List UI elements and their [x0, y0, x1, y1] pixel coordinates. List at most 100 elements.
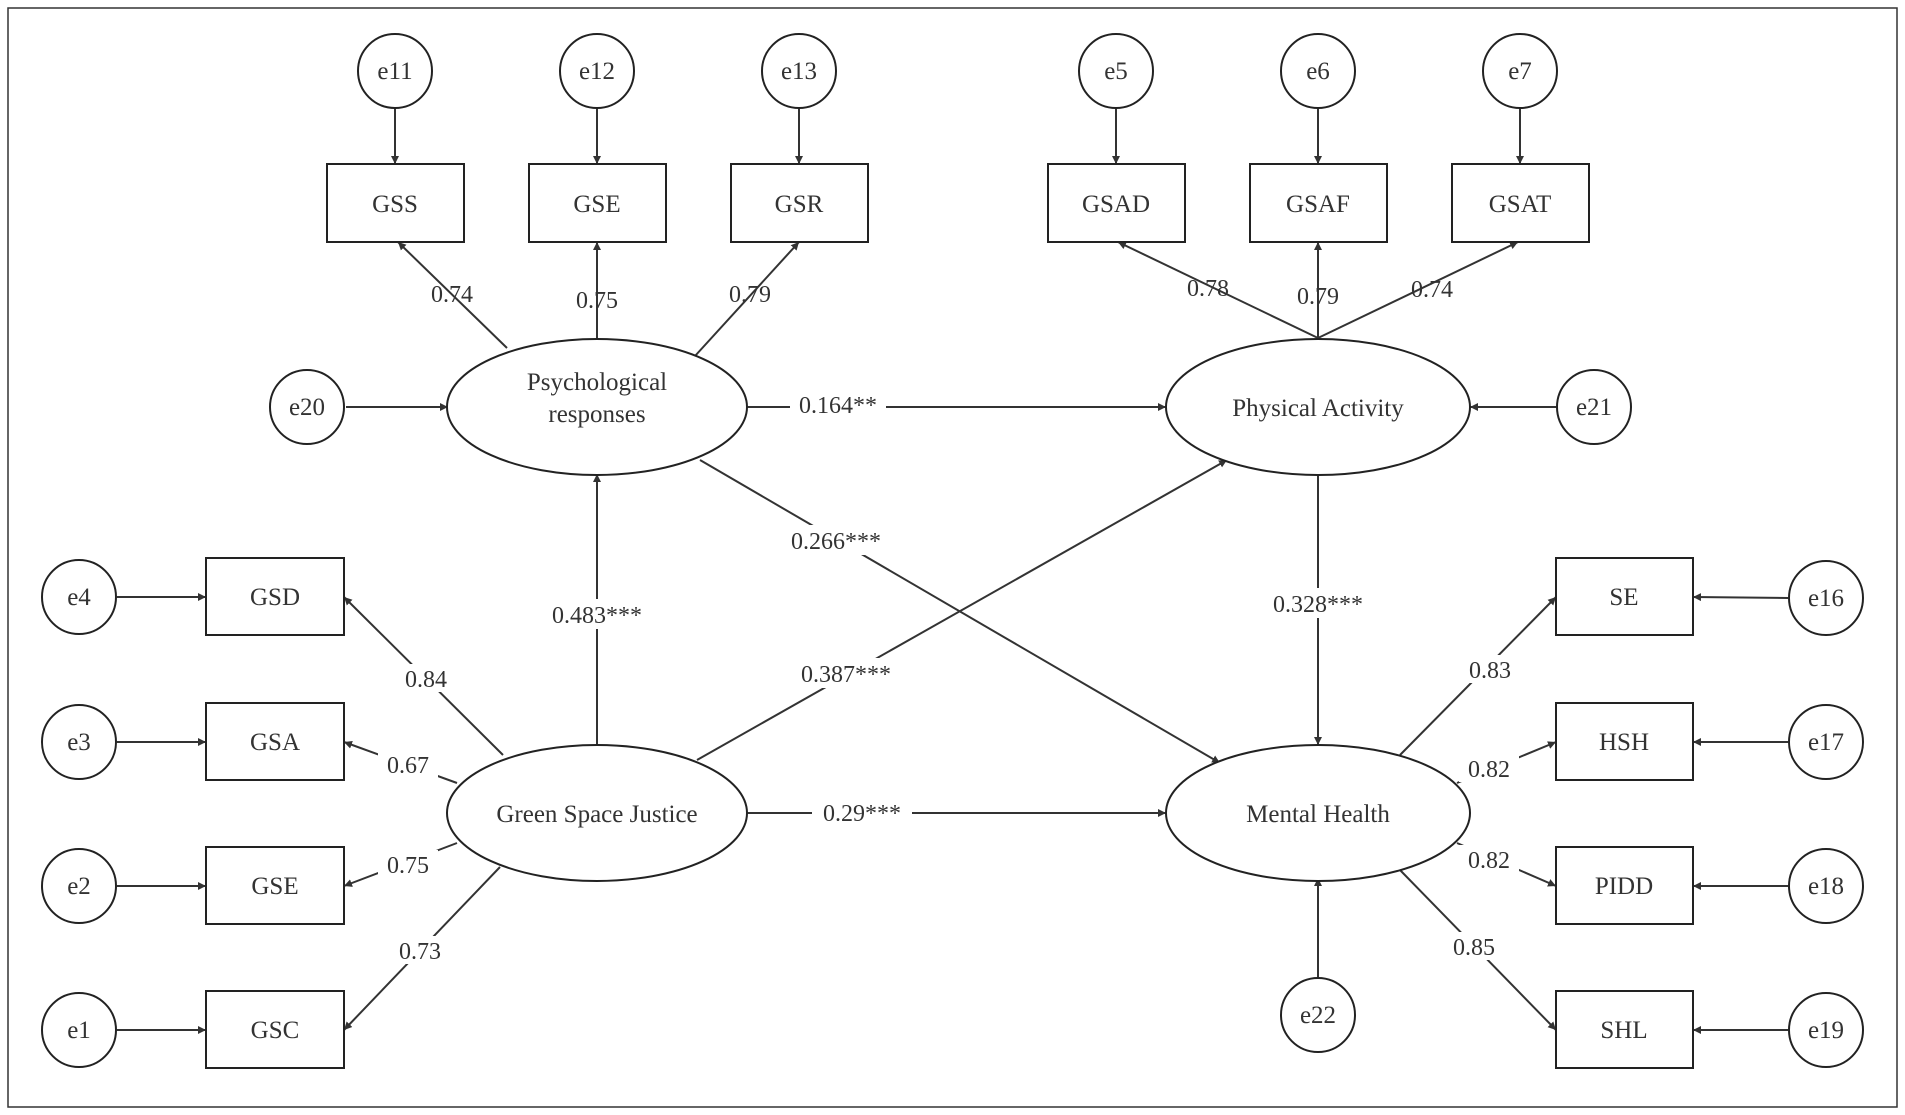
error-node-e7	[1482, 33, 1558, 109]
label-bg-mh-se	[1460, 655, 1520, 683]
error-node-e22	[1280, 977, 1356, 1053]
observed-indicators: GSS GSE GSR GSAD GSAF GSAT GSD GSA GSE G…	[205, 163, 1694, 1069]
loading-label-pr-gsr: 0.79	[729, 282, 771, 308]
indicator-label-shl: SHL	[1600, 1017, 1647, 1044]
indicator-box-gsa	[205, 702, 345, 781]
indicator-label-se: SE	[1609, 584, 1638, 611]
indicator-box-gsr	[730, 163, 869, 243]
error-label-e22: e22	[1300, 1002, 1336, 1029]
indicator-label-gse-left: GSE	[251, 873, 298, 900]
error-label-e2: e2	[67, 873, 91, 900]
error-node-e19	[1788, 992, 1864, 1068]
loading-label-mh-se: 0.83	[1469, 658, 1511, 684]
error-label-e1: e1	[67, 1017, 91, 1044]
latent-node-green-space-justice	[446, 744, 748, 882]
path-label-gsj-mh: 0.29***	[823, 801, 901, 827]
indicator-box-gsd	[205, 557, 345, 636]
error-label-e20: e20	[289, 394, 325, 421]
indicator-label-gsd: GSD	[250, 584, 300, 611]
path-label-pa-mh: 0.328***	[1273, 592, 1363, 618]
loading-label-pr-gse: 0.75	[576, 288, 618, 314]
indicator-box-shl	[1555, 990, 1694, 1069]
label-bg-gsj-pr	[540, 599, 654, 629]
error-label-e17: e17	[1808, 729, 1844, 756]
indicator-label-gsc: GSC	[251, 1017, 300, 1044]
edge-pa-gsad	[1117, 241, 1319, 339]
edge-pa-gsat	[1317, 241, 1519, 339]
indicator-label-gse-top: GSE	[573, 191, 620, 218]
label-bg-gsj-gse	[378, 850, 438, 878]
error-label-e13: e13	[781, 58, 817, 85]
loading-label-gsj-gsa: 0.67	[387, 753, 429, 779]
indicator-box-gse-top	[528, 163, 667, 243]
loading-label-mh-pidd: 0.82	[1468, 848, 1510, 874]
error-node-e5	[1078, 33, 1154, 109]
loading-label-gsj-gsc: 0.73	[399, 939, 441, 965]
label-bg-gsj-mh	[812, 798, 912, 826]
loading-label-mh-shl: 0.85	[1453, 935, 1495, 961]
path-label-pr-mh: 0.266***	[791, 529, 881, 555]
error-label-e7: e7	[1508, 58, 1532, 85]
indicator-box-gsat	[1451, 163, 1590, 243]
indicator-label-gsad: GSAD	[1082, 191, 1150, 218]
loading-label-pa-gsad: 0.78	[1187, 276, 1229, 302]
loading-label-pa-gsat: 0.74	[1411, 277, 1453, 303]
figure-frame	[7, 7, 1898, 1108]
error-node-e2	[41, 848, 117, 924]
label-bg-pr-pa	[790, 389, 886, 417]
edge-pr-gss	[397, 241, 508, 349]
latent-node-mental-health	[1165, 744, 1471, 882]
error-node-e16	[1788, 560, 1864, 636]
error-node-e21	[1556, 369, 1632, 445]
error-label-e12: e12	[579, 58, 615, 85]
edge-e16-se	[1692, 593, 1789, 602]
edge-gsj-pa	[696, 459, 1228, 761]
error-node-e6	[1280, 33, 1356, 109]
error-node-e12	[559, 33, 635, 109]
error-label-e11: e11	[377, 58, 412, 85]
path-label-gsj-pr: 0.483***	[552, 603, 642, 629]
label-bg-mh-pidd	[1459, 845, 1519, 873]
indicator-box-hsh	[1555, 702, 1694, 781]
indicator-box-se	[1555, 557, 1694, 636]
latent-label-line: responses	[548, 401, 645, 428]
path-label-pr-pa: 0.164**	[799, 393, 877, 419]
label-bg-gsj-gsd	[396, 664, 456, 692]
error-label-e21: e21	[1576, 394, 1612, 421]
error-node-e18	[1788, 848, 1864, 924]
label-bg-gsj-gsc	[390, 936, 450, 964]
error-node-e17	[1788, 704, 1864, 780]
loading-label-mh-hsh: 0.82	[1468, 757, 1510, 783]
loading-label-pa-gsaf: 0.79	[1297, 284, 1339, 310]
error-label-e5: e5	[1104, 58, 1128, 85]
error-label-e6: e6	[1306, 58, 1330, 85]
indicator-label-gsa: GSA	[250, 729, 300, 756]
latent-label-green-space-justice: Green Space Justice	[496, 801, 697, 828]
indicator-label-gss: GSS	[372, 191, 418, 218]
loading-label-gsj-gse: 0.75	[387, 853, 429, 879]
label-bg-gsj-pa	[790, 658, 902, 688]
indicator-label-pidd: PIDD	[1595, 873, 1653, 900]
error-node-e11	[357, 33, 433, 109]
loading-label-pr-gss: 0.74	[431, 282, 473, 308]
error-label-e3: e3	[67, 729, 91, 756]
label-bg-gsj-gsa	[378, 750, 438, 778]
latent-node-psychological-responses	[446, 338, 748, 476]
indicator-label-gsat: GSAT	[1489, 191, 1552, 218]
label-bg-pa-mh	[1260, 588, 1376, 618]
error-label-e16: e16	[1808, 585, 1844, 612]
error-node-e1	[41, 992, 117, 1068]
indicator-label-hsh: HSH	[1599, 729, 1649, 756]
indicator-box-pidd	[1555, 846, 1694, 925]
latent-label-mental-health: Mental Health	[1246, 801, 1390, 828]
indicator-box-gsad	[1047, 163, 1186, 243]
error-label-e18: e18	[1808, 873, 1844, 900]
indicator-label-gsaf: GSAF	[1286, 191, 1350, 218]
error-terms: e11 e12 e13 e5 e6 e7 e20 e21 e22 e4 e3 e…	[41, 33, 1864, 1068]
label-bg-mh-shl	[1444, 932, 1504, 960]
edge-pr-gsr	[694, 241, 800, 357]
error-node-e3	[41, 704, 117, 780]
coefficient-labels: 0.74 0.75 0.79 0.78 0.79 0.74 0.164** 0.…	[378, 276, 1520, 965]
error-node-e4	[41, 559, 117, 635]
